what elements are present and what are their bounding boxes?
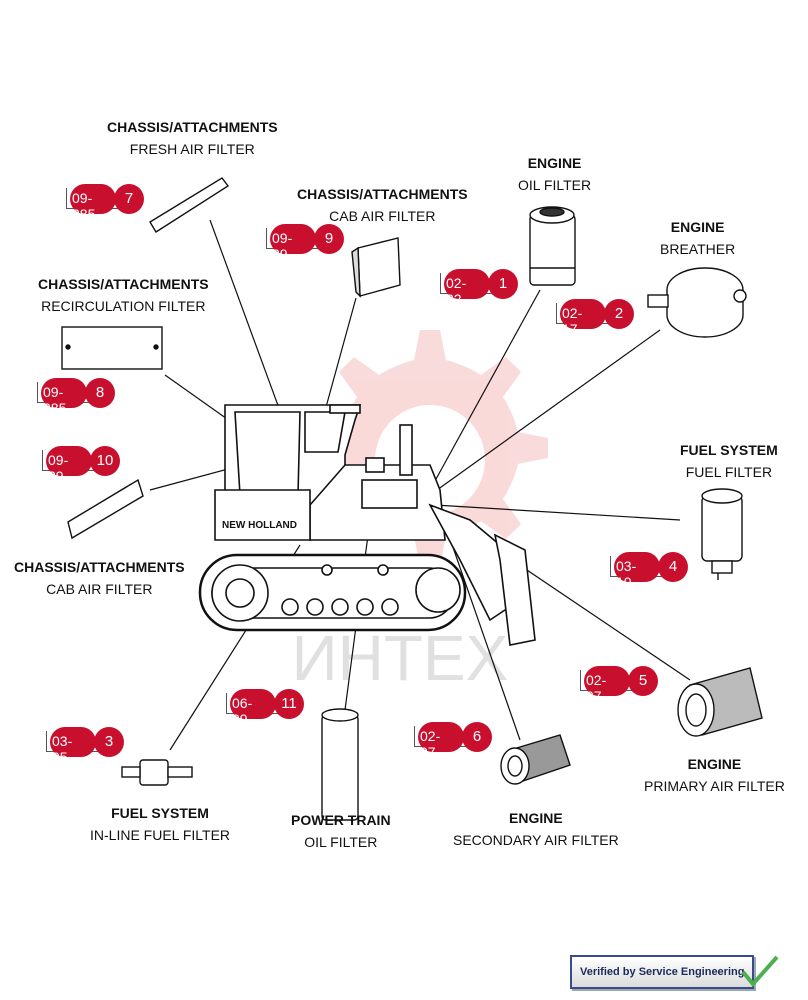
- callout-ref: 02-07: [586, 672, 607, 704]
- callout-ref: 03-10: [616, 558, 637, 590]
- label-primary-air-filter: ENGINE PRIMARY AIR FILTER: [644, 753, 785, 797]
- callout-number[interactable]: 8: [85, 378, 115, 408]
- label-engine-oil-filter: ENGINE OIL FILTER: [518, 152, 591, 196]
- label-name: PRIMARY AIR FILTER: [644, 778, 785, 794]
- label-name: BREATHER: [660, 241, 736, 257]
- cab-air-filter-top-icon: [357, 237, 401, 297]
- label-name: OIL FILTER: [304, 834, 378, 850]
- fresh-air-filter-icon: [149, 177, 230, 233]
- label-name: SECONDARY AIR FILTER: [453, 832, 619, 848]
- label-fresh-air-filter: CHASSIS/ATTACHMENTS FRESH AIR FILTER: [107, 116, 278, 160]
- label-category: FUEL SYSTEM: [111, 805, 209, 821]
- callout-number[interactable]: 4: [658, 552, 688, 582]
- callout-ref: 02-32: [446, 275, 467, 307]
- checkmark-icon: [741, 955, 779, 988]
- callout-number[interactable]: 11: [274, 689, 304, 719]
- label-engine-breather: ENGINE BREATHER: [660, 216, 735, 260]
- callout-number[interactable]: 7: [114, 184, 144, 214]
- label-cab-air-filter-top: CHASSIS/ATTACHMENTS CAB AIR FILTER: [297, 183, 468, 227]
- brand-logo: NEW HOLLAND: [222, 520, 297, 531]
- label-category: CHASSIS/ATTACHMENTS: [38, 276, 209, 292]
- label-fuel-filter: FUEL SYSTEM FUEL FILTER: [680, 439, 778, 483]
- callout-ref: 09-39: [272, 230, 293, 262]
- label-category: ENGINE: [527, 155, 582, 171]
- label-category: ENGINE: [670, 219, 725, 235]
- label-name: RECIRCULATION FILTER: [41, 298, 206, 314]
- bulldozer-icon: NEW HOLLAND: [198, 404, 536, 646]
- secondary-air-filter-icon: [500, 734, 571, 785]
- power-train-oil-filter-icon: [321, 708, 359, 821]
- callout-number[interactable]: 6: [462, 722, 492, 752]
- fuel-filter-icon: [701, 488, 743, 580]
- label-cab-air-filter-left: CHASSIS/ATTACHMENTS CAB AIR FILTER: [14, 556, 185, 600]
- primary-air-filter-icon: [677, 667, 763, 737]
- leader-1: [429, 289, 541, 491]
- label-name: IN-LINE FUEL FILTER: [90, 827, 231, 843]
- label-category: ENGINE: [687, 756, 742, 772]
- label-category: CHASSIS/ATTACHMENTS: [14, 559, 185, 575]
- label-category: CHASSIS/ATTACHMENTS: [107, 119, 278, 135]
- label-power-train-oil-filter: POWER TRAIN OIL FILTER: [291, 809, 391, 853]
- inline-fuel-filter-icon: [121, 759, 193, 786]
- callout-number[interactable]: 2: [604, 299, 634, 329]
- callout-ref: 06-09: [232, 695, 253, 727]
- label-category: ENGINE: [509, 810, 563, 826]
- callout-number[interactable]: 1: [488, 269, 518, 299]
- callout-number[interactable]: 10: [90, 446, 120, 476]
- oil-filter-icon: [529, 206, 576, 286]
- callout-ref: 09-385: [72, 190, 96, 222]
- cab-air-filter-left-icon: [67, 478, 144, 540]
- verified-badge: Verified by Service Engineering: [570, 955, 754, 989]
- callout-ref: 03-05: [52, 733, 73, 765]
- watermark-text: ИНТЕХ: [292, 622, 509, 694]
- label-name: FUEL FILTER: [685, 464, 773, 480]
- label-name: OIL FILTER: [518, 177, 592, 193]
- breather-icon: [647, 267, 747, 338]
- verified-text: Verified by Service Engineering: [580, 966, 745, 978]
- recirculation-filter-icon: [61, 326, 163, 370]
- label-secondary-air-filter: ENGINE SECONDARY AIR FILTER: [453, 807, 619, 851]
- label-category: POWER TRAIN: [291, 812, 391, 828]
- label-name: FRESH AIR FILTER: [129, 141, 255, 157]
- label-inline-fuel-filter: FUEL SYSTEM IN-LINE FUEL FILTER: [90, 802, 230, 846]
- label-category: FUEL SYSTEM: [680, 442, 778, 458]
- label-name: CAB AIR FILTER: [329, 208, 436, 224]
- label-recirculation-filter: CHASSIS/ATTACHMENTS RECIRCULATION FILTER: [38, 273, 209, 317]
- leader-2: [429, 329, 661, 496]
- label-category: CHASSIS/ATTACHMENTS: [297, 186, 468, 202]
- callout-number[interactable]: 9: [314, 224, 344, 254]
- callout-ref: 02-17: [562, 305, 583, 337]
- leader-4: [434, 504, 681, 521]
- callout-number[interactable]: 5: [628, 666, 658, 696]
- label-name: CAB AIR FILTER: [46, 581, 153, 597]
- callout-ref: 02-07: [420, 728, 441, 760]
- callout-number[interactable]: 3: [94, 727, 124, 757]
- callout-ref: 09-385: [43, 384, 67, 416]
- callout-ref: 09-39: [48, 452, 69, 484]
